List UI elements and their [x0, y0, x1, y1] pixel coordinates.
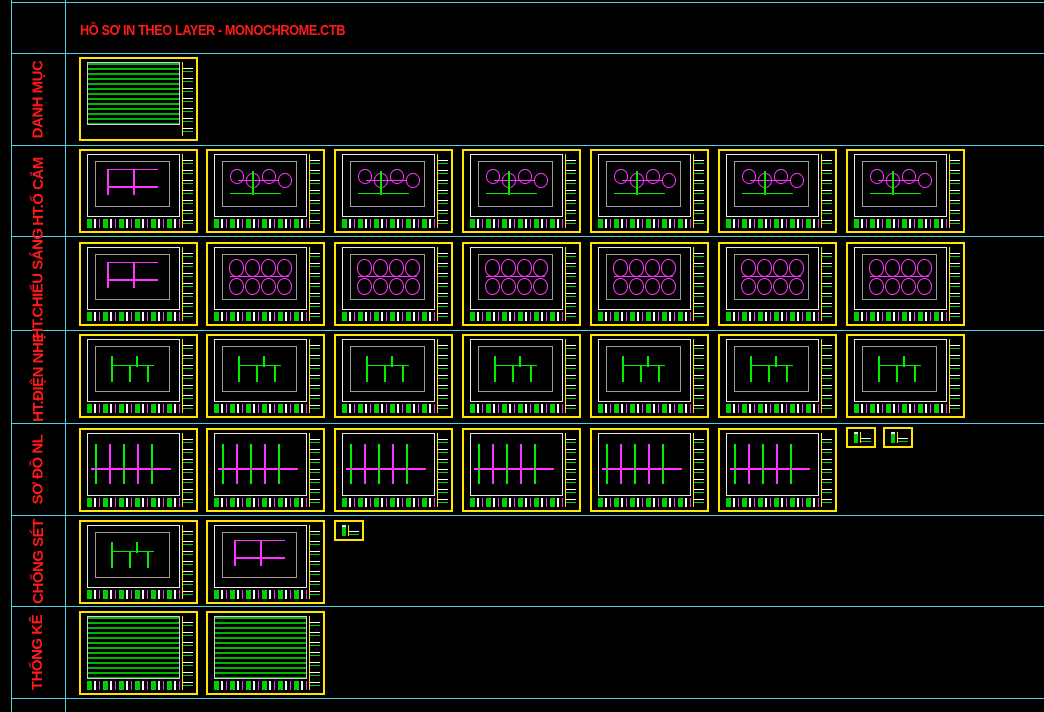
drawing-sheet-so-do-nl-2[interactable]	[206, 428, 325, 512]
drawing-sheet-chieu-sang-4[interactable]	[462, 242, 581, 326]
grid-hline-1	[11, 53, 1044, 54]
drawing-sheet-so-do-nl-5[interactable]	[590, 428, 709, 512]
drawing-sheet-chieu-sang-2[interactable]	[206, 242, 325, 326]
grid-hline-6	[11, 515, 1044, 516]
drawing-sheet-dien-nhe-4[interactable]	[462, 334, 581, 418]
row-label-text: HT.CHIẾU SÁNG	[29, 228, 47, 339]
grid-hline-3	[11, 236, 1044, 237]
grid-hline-8	[11, 698, 1044, 699]
drawing-sheet-chieu-sang-6[interactable]	[718, 242, 837, 326]
row-label-o-cam: HT.Ổ CẮM	[12, 146, 64, 236]
drawing-sheet-chieu-sang-1[interactable]	[79, 242, 198, 326]
drawing-sheet-chong-set-2[interactable]	[206, 520, 325, 604]
drawing-sheet-dien-nhe-3[interactable]	[334, 334, 453, 418]
drawing-sheet-chong-set-1[interactable]	[79, 520, 198, 604]
drawing-sheet-chieu-sang-3[interactable]	[334, 242, 453, 326]
drawing-sheet-so-do-nl-6[interactable]	[718, 428, 837, 512]
drawing-sheet-o-cam-4[interactable]	[462, 149, 581, 233]
drawing-sheet-so-do-nl-4[interactable]	[462, 428, 581, 512]
drawing-sheet-o-cam-2[interactable]	[206, 149, 325, 233]
row-label-chieu-sang: HT.CHIẾU SÁNG	[12, 228, 64, 338]
drawing-sheet-dien-nhe-6[interactable]	[718, 334, 837, 418]
row-label-text: DANH MỤC	[29, 60, 47, 139]
drawing-sheet-o-cam-6[interactable]	[718, 149, 837, 233]
grid-hline-5	[11, 423, 1044, 424]
row-label-text: SƠ ĐỒ NL	[29, 434, 47, 505]
drawing-sheet-o-cam-1[interactable]	[79, 149, 198, 233]
drawing-sheet-chieu-sang-5[interactable]	[590, 242, 709, 326]
drawing-sheet-dien-nhe-7[interactable]	[846, 334, 965, 418]
drawing-sheet-so-do-nl-small-2[interactable]	[883, 427, 913, 448]
drawing-sheet-thong-ke-2[interactable]	[206, 611, 325, 695]
grid-vline-left	[11, 0, 12, 712]
drawing-sheet-chieu-sang-7[interactable]	[846, 242, 965, 326]
row-label-text: CHỐNG SÉT	[29, 518, 47, 604]
drawing-sheet-thong-ke-1[interactable]	[79, 611, 198, 695]
drawing-sheet-dien-nhe-5[interactable]	[590, 334, 709, 418]
row-label-thong-ke: THỐNG KÊ	[12, 607, 64, 698]
row-label-text: THỐNG KÊ	[29, 614, 47, 691]
drawing-sheet-o-cam-3[interactable]	[334, 149, 453, 233]
row-label-dien-nhe: HT.ĐIỆN NHẸ	[12, 331, 64, 423]
row-label-text: HT.ĐIỆN NHẸ	[29, 332, 47, 422]
drawing-sheet-so-do-nl-3[interactable]	[334, 428, 453, 512]
drawing-sheet-o-cam-7[interactable]	[846, 149, 965, 233]
grid-vline-mid	[65, 0, 66, 712]
row-label-so-do-nl: SƠ ĐỒ NL	[12, 424, 64, 515]
row-label-text: HT.Ổ CẮM	[29, 156, 47, 226]
drawing-sheet-dien-nhe-1[interactable]	[79, 334, 198, 418]
drawing-sheet-danh-muc[interactable]	[79, 57, 198, 141]
row-label-danh-muc: DANH MỤC	[12, 54, 64, 145]
drawing-sheet-dien-nhe-2[interactable]	[206, 334, 325, 418]
grid-hline-0	[11, 2, 1044, 3]
grid-hline-2	[11, 145, 1044, 146]
grid-hline-7	[11, 606, 1044, 607]
drawing-sheet-so-do-nl-small-1[interactable]	[846, 427, 876, 448]
row-label-chong-set: CHỐNG SÉT	[12, 516, 64, 606]
drawing-sheet-chong-set-small[interactable]	[334, 520, 364, 541]
drawing-sheet-so-do-nl-1[interactable]	[79, 428, 198, 512]
drawing-sheet-o-cam-5[interactable]	[590, 149, 709, 233]
page-title: HỒ SƠ IN THEO LAYER - MONOCHROME.CTB	[80, 22, 346, 39]
grid-hline-4	[11, 330, 1044, 331]
